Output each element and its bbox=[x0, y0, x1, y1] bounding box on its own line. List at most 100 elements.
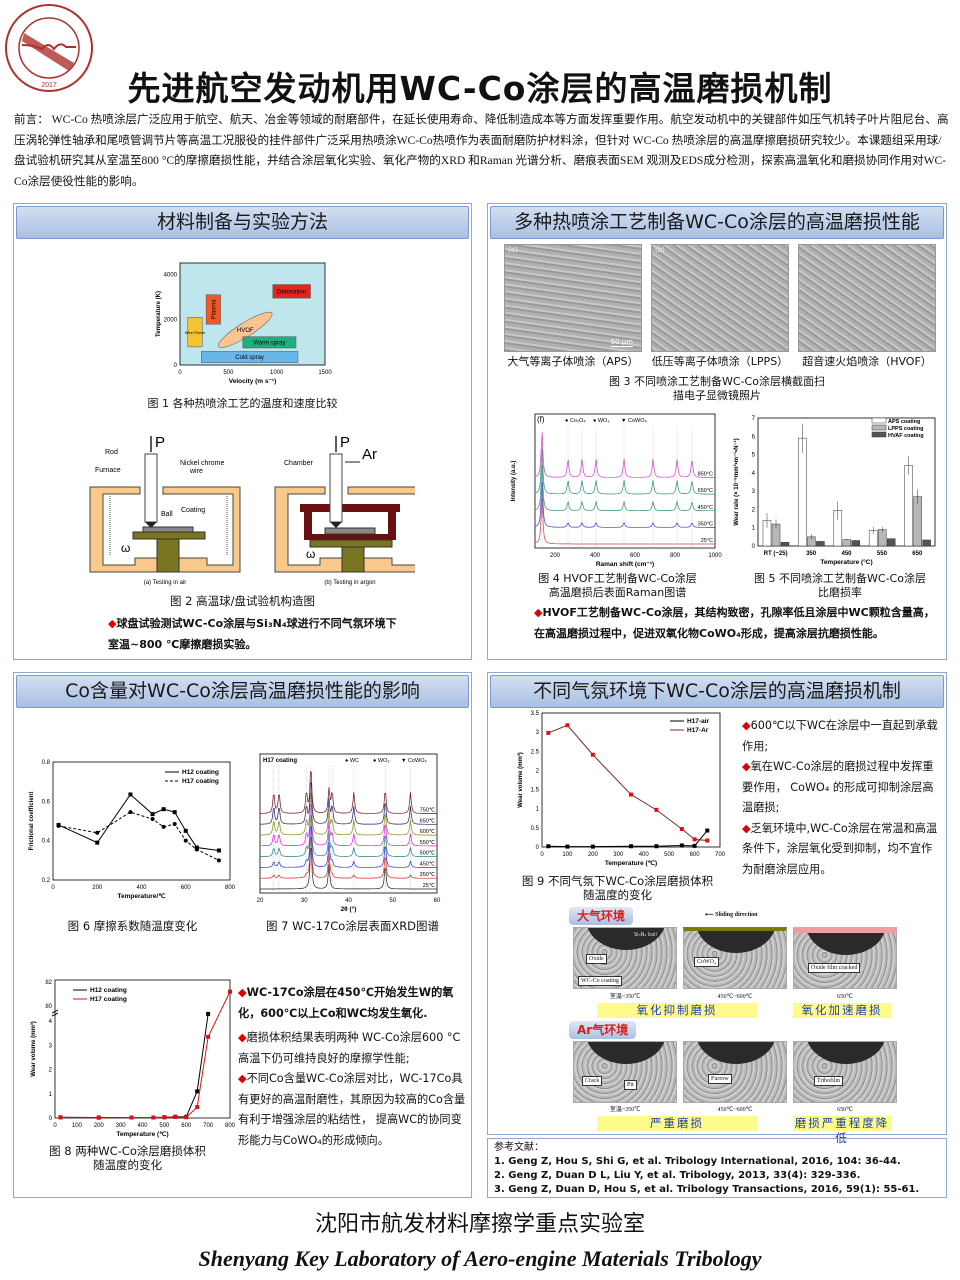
x-tick-label: 400 bbox=[590, 553, 601, 559]
spectrum-line bbox=[260, 837, 437, 879]
wire-label: wire bbox=[189, 468, 203, 475]
x-tick-label: 200 bbox=[588, 852, 599, 858]
ball-label: Si₃N₄ ball bbox=[634, 932, 657, 938]
spectrum-line bbox=[260, 771, 437, 814]
air-result-2: 氧化加速磨损 bbox=[793, 1003, 891, 1018]
fig9-caption: 图 9 不同气氛下WC-Co涂层磨损体积随温度的变化 bbox=[510, 874, 725, 902]
x-tick-label: 300 bbox=[116, 1123, 127, 1129]
x-tick-label: 30 bbox=[301, 898, 308, 904]
legend-label: ● WC bbox=[345, 758, 359, 764]
ar-stage-3: Tribofilm bbox=[793, 1041, 897, 1103]
bullet-text: 600℃以下WC在涂层中一直起到承载作用; bbox=[742, 719, 938, 753]
legend-swatch bbox=[871, 417, 887, 424]
reference-item: 3. Geng Z, Duan D, Hou S, et al. Tribolo… bbox=[494, 1184, 920, 1195]
data-point bbox=[195, 1089, 200, 1094]
x-tick-label: 1000 bbox=[708, 553, 722, 559]
data-point bbox=[173, 1114, 178, 1119]
bar bbox=[922, 539, 931, 547]
fig5-caption: 图 5 不同喷涂工艺制备WC-Co涂层比磨损率 bbox=[735, 572, 945, 600]
wcco-label: WC-Co coating bbox=[578, 976, 622, 986]
x-tick-label: 800 bbox=[225, 1123, 235, 1129]
bullet-text: 氧在WC-Co涂层的磨损过程中发挥重要作用， CoWO₄ 的形成可抑制涂层高温磨… bbox=[742, 760, 934, 814]
legend-swatch bbox=[871, 431, 887, 438]
y-tick-label: 1 bbox=[536, 807, 540, 813]
caption-line: 图 8 两种WC-Co涂层磨损体积 bbox=[49, 1144, 206, 1158]
series-line-H17-air bbox=[548, 830, 708, 848]
plot-frame bbox=[54, 979, 231, 1119]
x-tick-label: 20 bbox=[257, 898, 264, 904]
diamond-bullet-icon: ◆ bbox=[742, 719, 751, 732]
diamond-bullet-icon: ◆ bbox=[742, 821, 751, 835]
y-tick-label: 2.5 bbox=[531, 749, 540, 755]
air-result-1: 氧化抑制磨损 bbox=[597, 1003, 757, 1018]
panel-atmosphere-mechanism: 不同气氛环境下WC-Co涂层的高温磨损机制 bbox=[487, 672, 947, 1135]
reference-item: 2. Geng Z, Duan D L, Liu Y, et al. Tribo… bbox=[494, 1170, 861, 1181]
x-axis-label: Temperature (℃) bbox=[116, 1130, 168, 1138]
x-tick-label: 700 bbox=[715, 852, 726, 858]
lab-logo: 2017 bbox=[4, 3, 94, 93]
ball-label: Ball bbox=[161, 511, 173, 518]
data-point bbox=[565, 723, 570, 728]
p4-bullets: ◆600℃以下WC在涂层中一直起到承载作用; ◆氧在WC-Co涂层的磨损过程中发… bbox=[742, 716, 942, 880]
x-tick-label: 1500 bbox=[318, 370, 332, 376]
furrow-label: Furrow bbox=[708, 1074, 732, 1084]
legend-label: LPPS coating bbox=[888, 426, 923, 432]
x-axis-label: Temperature (°C) bbox=[820, 558, 872, 566]
y-tick-label: 3 bbox=[536, 730, 540, 736]
y-tick-label: 2000 bbox=[164, 318, 178, 324]
y-tick-label: 0.6 bbox=[42, 799, 51, 805]
x-tick-label: 400 bbox=[136, 885, 147, 891]
fig7-caption: 图 7 WC-17Co涂层表面XRD图谱 bbox=[265, 919, 440, 933]
plot-frame bbox=[534, 413, 716, 549]
data-point bbox=[629, 844, 633, 849]
spectrum-line bbox=[534, 465, 715, 512]
y-tick-label: 4 bbox=[49, 1019, 53, 1025]
x-tick-label: 60 bbox=[434, 898, 441, 904]
y-tick-label: 0 bbox=[752, 544, 756, 550]
x-tick-label: 600 bbox=[181, 885, 192, 891]
x-tick-label: 600 bbox=[630, 553, 641, 559]
p1-bullet: ◆球盘试验测试WC-Co涂层与Si₃N₄球进行不同气氛环境下室温~800 ℃摩擦… bbox=[108, 614, 397, 655]
oxide-label: Oxide bbox=[586, 954, 607, 964]
data-point bbox=[195, 1105, 200, 1110]
bar bbox=[913, 496, 922, 547]
bullet-text: 在高温磨损过程中，促进双氧化物CoWO₄形成，提高涂层抗磨损性能。 bbox=[534, 626, 884, 640]
x-axis-label: Temperature/℃ bbox=[118, 892, 167, 900]
data-point bbox=[654, 807, 659, 812]
fig8-caption: 图 8 两种WC-Co涂层磨损体积随温度的变化 bbox=[25, 1144, 230, 1172]
temp-range-label: 450℃~600℃ bbox=[717, 994, 753, 1000]
data-point bbox=[56, 823, 61, 828]
data-point bbox=[95, 830, 100, 835]
sub-b-label: (b) Testing in argon bbox=[324, 580, 375, 586]
data-point bbox=[129, 1115, 134, 1120]
y-tick-label: 0.2 bbox=[42, 878, 51, 884]
legend-swatch bbox=[871, 424, 887, 431]
caption-line: 高温磨损后表面Raman图谱 bbox=[548, 586, 687, 599]
data-point bbox=[692, 837, 697, 842]
diamond-bullet-icon: ◆ bbox=[238, 986, 247, 999]
y-tick-label: 0 bbox=[174, 363, 178, 369]
y-axis-label: Wear volume (mm³) bbox=[517, 752, 524, 808]
caption-line: 随温度的变化 bbox=[93, 1158, 162, 1172]
plot-frame bbox=[52, 761, 231, 881]
panel-title: 多种热喷涂工艺制备WC-Co涂层的高温磨损性能 bbox=[490, 206, 944, 239]
sliding-text: Sliding direction bbox=[715, 912, 758, 918]
legend-label: ● WO₃ bbox=[373, 758, 390, 764]
data-point bbox=[58, 1115, 63, 1120]
caption-line: 图 9 不同气氛下WC-Co涂层磨损体积 bbox=[521, 874, 714, 888]
data-point bbox=[679, 827, 684, 832]
legend-label: ▼ CoWO₄ bbox=[621, 418, 647, 424]
data-point bbox=[590, 752, 595, 757]
spectrum-temp-label: 25℃ bbox=[423, 883, 436, 889]
sem-label: 超音速火焰喷涂（HVOF） bbox=[802, 355, 932, 368]
diamond-bullet-icon: ◆ bbox=[238, 1031, 247, 1044]
panel-materials-methods: 材料制备与实验方法 bbox=[13, 203, 472, 660]
series-line-H12-coating bbox=[58, 793, 220, 851]
data-point bbox=[206, 1034, 211, 1039]
x-axis-label: 2θ (°) bbox=[341, 905, 357, 913]
oxide-cracked-label: Oxide film cracked bbox=[808, 963, 861, 973]
region-label: Cold spray bbox=[235, 355, 264, 361]
sem-image-0: (a)50 μm bbox=[504, 244, 642, 352]
